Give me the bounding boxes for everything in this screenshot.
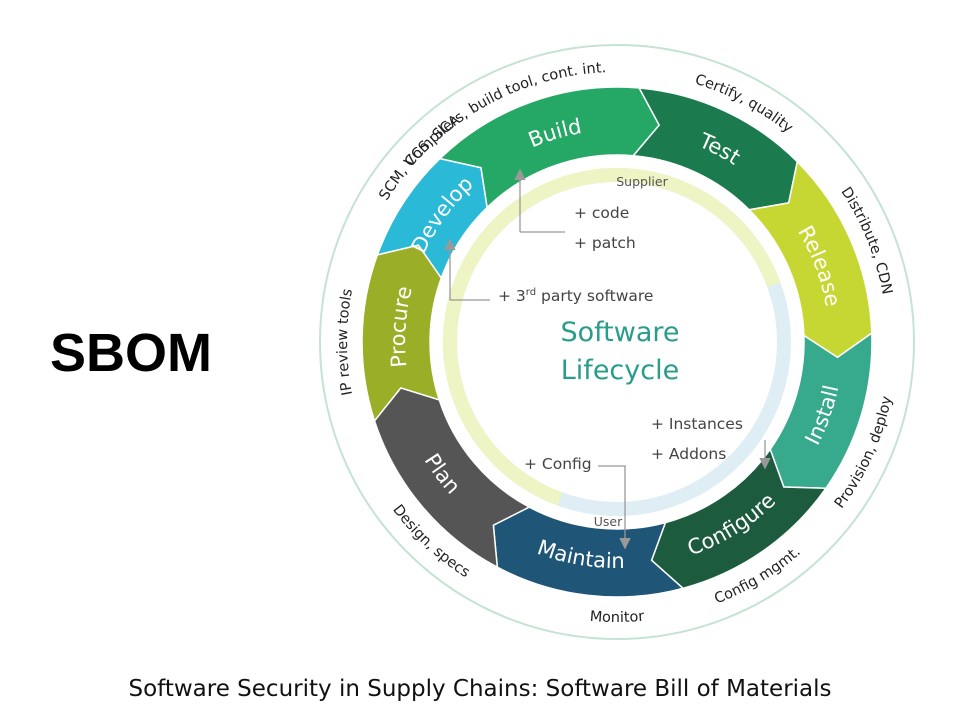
arrow-head — [514, 168, 526, 181]
center-title-line1: Software — [560, 317, 679, 348]
item-code: + code — [574, 204, 629, 222]
item-config: + Config — [524, 455, 592, 473]
outer-label-maintain: Monitor — [589, 609, 645, 626]
item-third-party-software: + 3rd party software — [498, 287, 653, 305]
item-instances: + Instances — [651, 415, 743, 433]
inner-ring-supplier-arc — [442, 167, 781, 506]
flow-arrows — [444, 168, 771, 550]
inner-ring-supplier-label: Supplier — [616, 174, 668, 189]
outer-label-procure: IP review tools — [335, 288, 356, 397]
item-patch: + patch — [574, 234, 636, 252]
slide-caption: Software Security in Supply Chains: Soft… — [128, 676, 832, 702]
outer-border-ring — [319, 44, 915, 640]
arrow-config-to-maintain — [598, 465, 626, 548]
item-addons: + Addons — [651, 445, 726, 463]
inner-ring-user-label: User — [594, 514, 623, 529]
lifecycle-segments: BuildTestReleaseInstallConfigureMaintain… — [361, 86, 873, 598]
slide-title: SBOM — [50, 323, 212, 383]
segment-develop — [376, 157, 488, 280]
center-title-line2: Lifecycle — [561, 355, 679, 386]
inner-ring — [442, 167, 791, 516]
